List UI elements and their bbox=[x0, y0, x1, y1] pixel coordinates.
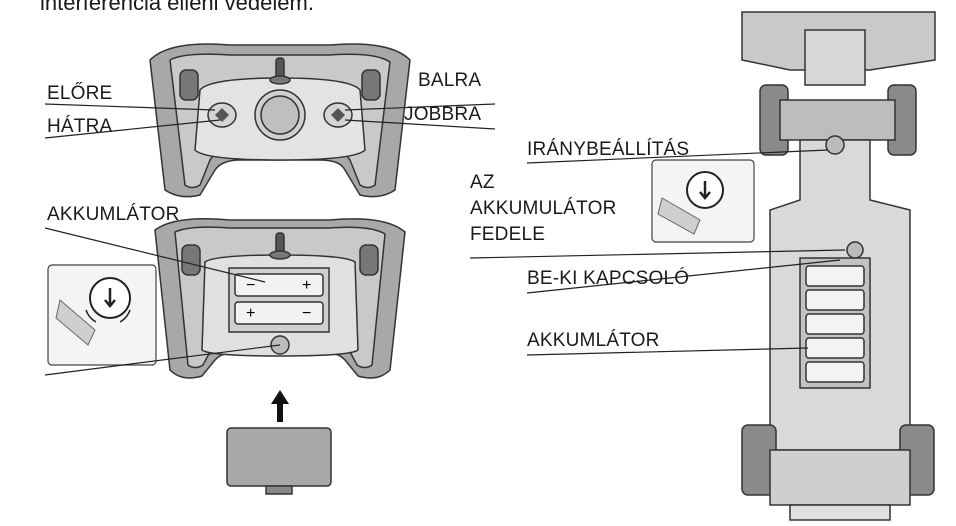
battery-cover bbox=[226, 427, 332, 495]
screw-inset-left bbox=[47, 264, 157, 366]
label-right: JOBBRA bbox=[404, 104, 482, 125]
label-left: BALRA bbox=[418, 70, 482, 91]
controller-bottom-leaders bbox=[44, 227, 281, 376]
label-switch: BE-KI KAPCSOLÓ bbox=[527, 268, 690, 289]
label-cover-line3: FEDELE bbox=[470, 224, 546, 245]
battery-cell-1-minus: − bbox=[246, 277, 255, 294]
label-backward: HÁTRA bbox=[47, 116, 113, 137]
battery-cell-2-minus: − bbox=[302, 305, 311, 322]
battery-cell-1-plus: + bbox=[302, 277, 311, 294]
screw-inset-right bbox=[651, 159, 755, 243]
label-car-battery: AKKUMLÁTOR bbox=[527, 330, 660, 351]
label-controller-battery: AKKUMLÁTOR bbox=[47, 204, 180, 225]
battery-cell-2-plus: + bbox=[246, 305, 255, 322]
car-leaders bbox=[469, 149, 846, 356]
controller-top bbox=[149, 43, 411, 198]
label-cover-line2: AKKUMULÁTOR bbox=[470, 198, 617, 219]
label-forward: ELŐRE bbox=[47, 83, 113, 104]
label-cover-line1: AZ bbox=[470, 172, 495, 193]
header-cut-text: interferencia elleni védelem. bbox=[40, 0, 314, 15]
controller-bottom bbox=[154, 218, 406, 379]
up-arrow-icon bbox=[271, 390, 289, 422]
controller-top-leaders bbox=[44, 103, 496, 139]
label-steering: IRÁNYBEÁLLÍTÁS bbox=[527, 139, 690, 160]
car-chassis bbox=[741, 11, 936, 521]
